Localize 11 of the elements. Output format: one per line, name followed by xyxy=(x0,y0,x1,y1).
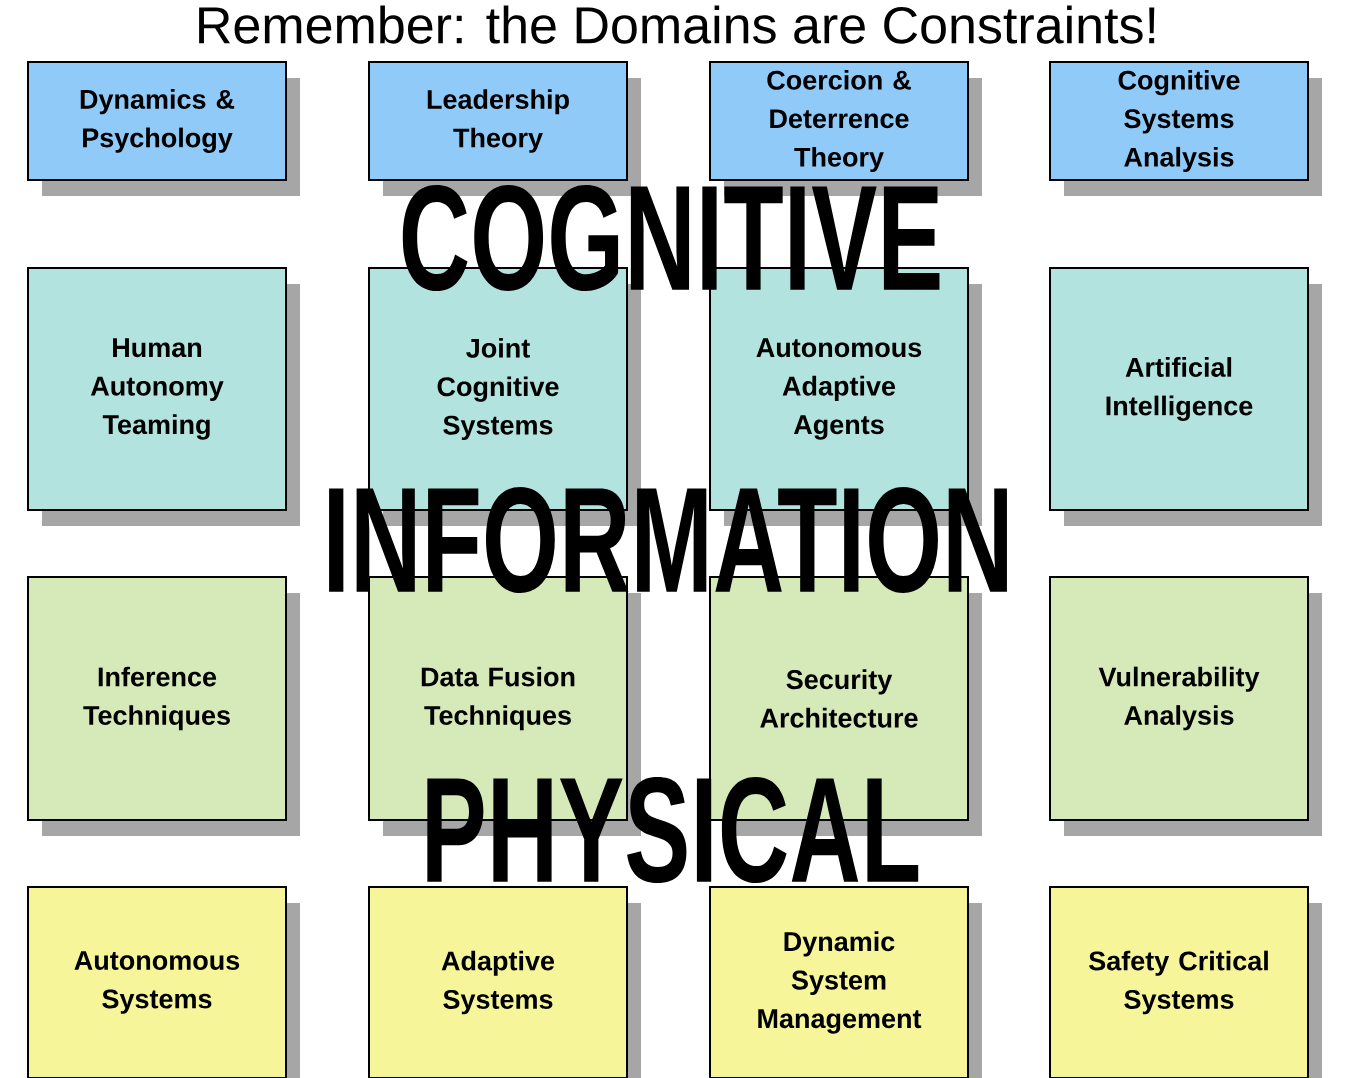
concept-box: Vulnerability Analysis xyxy=(1049,576,1322,836)
concept-box: Artificial Intelligence xyxy=(1049,267,1322,526)
title: Remember: the Domains are Constraints! xyxy=(199,5,1155,44)
concept-box: Dynamics & Psychology xyxy=(27,61,300,196)
concept-box: Safety Critical Systems xyxy=(1049,886,1322,1078)
concept-box: Human Autonomy Teaming xyxy=(27,267,300,526)
concept-box: Autonomous Systems xyxy=(27,886,300,1078)
concept-box: Cognitive Systems Analysis xyxy=(1049,61,1322,196)
concept-box: Inference Techniques xyxy=(27,576,300,836)
concept-box: Adaptive Systems xyxy=(368,886,641,1078)
concept-box: Dynamic System Management xyxy=(709,886,982,1078)
